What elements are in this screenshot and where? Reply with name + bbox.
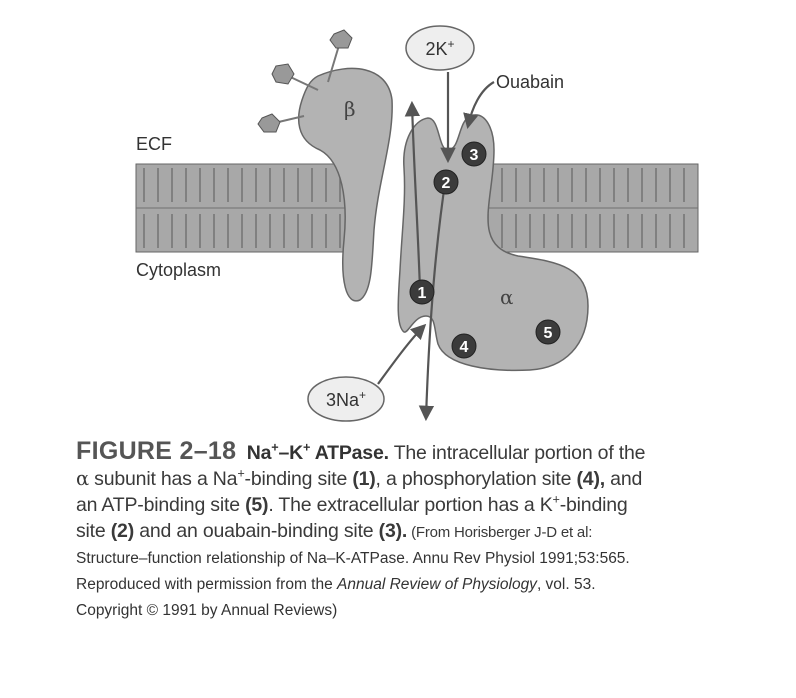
beta-label: β: [344, 97, 356, 121]
glycan-hexagon-2: [271, 63, 295, 85]
figure-number: FIGURE 2–18: [76, 437, 237, 465]
site-3-number: 3: [470, 147, 479, 164]
site-3-marker: [461, 141, 487, 167]
site-1-marker: [409, 279, 435, 305]
alpha-label: α: [500, 285, 514, 309]
ouabain-arrow: [463, 81, 495, 130]
caption-line-1: FIGURE 2–18 Na+–K+ ATPase. The intracell…: [76, 438, 766, 466]
na-outward-arrow: [404, 100, 422, 291]
na-binding-arrow: [377, 323, 427, 385]
na-ion-label: 3Na+: [326, 388, 366, 410]
site-1: 1: [409, 279, 435, 305]
caption-source-line-7: Copyright © 1991 by Annual Reviews): [76, 602, 338, 619]
k-into-cytoplasm-arrow: [418, 175, 448, 422]
site-3: 3: [461, 141, 487, 167]
k-ion-ellipse: [405, 25, 475, 71]
site-2: 2: [433, 169, 459, 195]
glycan-hexagon-1: [329, 29, 353, 49]
glycan-hexagon-3: [257, 113, 281, 133]
ouabain-label: Ouabain: [496, 72, 564, 92]
cytoplasm-label: Cytoplasm: [136, 260, 221, 280]
caption-source-line-5: Structure–function relationship of Na–K-…: [76, 550, 630, 567]
caption-source-line-6: Reproduced with permission from the Annu…: [76, 576, 596, 593]
site-4-marker: [451, 333, 477, 359]
site-4-number: 4: [460, 339, 469, 356]
na-ion-bubble: 3Na+: [307, 376, 385, 422]
caption-line-2: α subunit has a Na+-binding site (1), a …: [76, 466, 643, 490]
caption-line-4: site (2) and an ouabain-binding site (3)…: [76, 520, 593, 542]
cell-membrane: [135, 163, 699, 253]
glycan-stem-1: [327, 41, 341, 83]
na-ion-ellipse: [307, 376, 385, 422]
figure-title: Na+–K+ ATPase.: [246, 440, 389, 464]
site-1-number: 1: [418, 285, 427, 302]
journal-name: Annual Review of Physiology: [337, 576, 537, 593]
site-4: 4: [451, 333, 477, 359]
beta-subunit: [257, 29, 393, 302]
figure-caption: FIGURE 2–18 Na+–K+ ATPase. The intracell…: [76, 438, 766, 624]
caption-text-1: The intracellular portion of the: [388, 442, 646, 464]
beta-subunit-body: [297, 67, 393, 302]
source-start: (From Horisberger J-D et al:: [407, 524, 593, 541]
binding-sites: 1 2 3 4 5: [409, 141, 561, 359]
site-5: 5: [535, 319, 561, 345]
site-5-number: 5: [544, 325, 553, 342]
caption-line-3: an ATP-binding site (5). The extracellul…: [76, 492, 628, 516]
k-ion-label: 2K+: [425, 37, 454, 59]
ecf-label: ECF: [136, 134, 172, 154]
k-ion-bubble: 2K+: [405, 25, 475, 71]
atpase-diagram: 2K+ 3Na+ 1 2 3 4 5: [135, 25, 699, 422]
transport-arrows: [377, 72, 495, 422]
site-2-number: 2: [442, 175, 451, 192]
site-2-marker: [433, 169, 459, 195]
site-5-marker: [535, 319, 561, 345]
